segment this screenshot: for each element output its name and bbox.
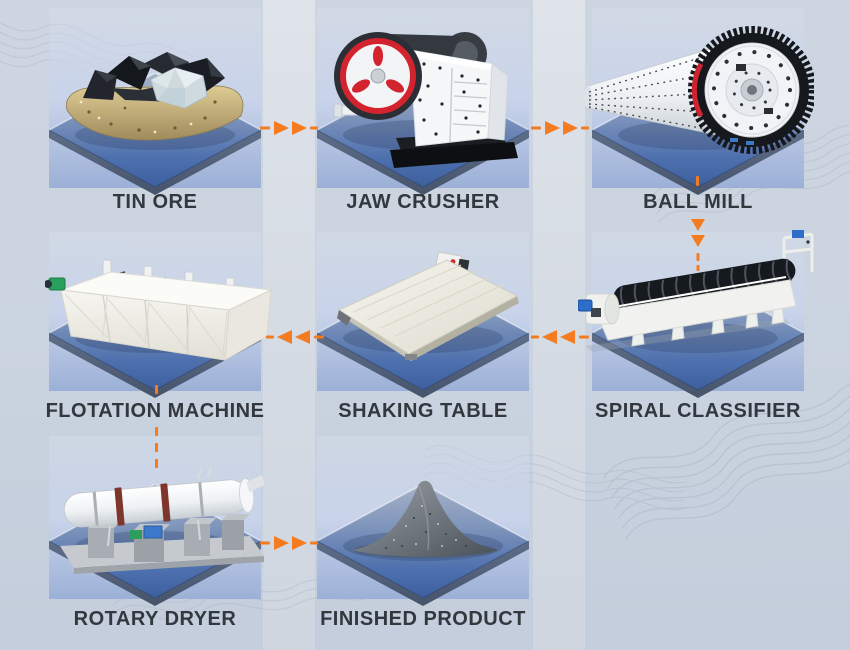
ball-mill-machine-image <box>583 26 814 154</box>
aisle-strip <box>263 0 315 650</box>
node-label-rotary-dryer: ROTARY DRYER <box>73 608 237 630</box>
node-label-finished-product: FINISHED PRODUCT <box>320 608 526 630</box>
arrow-ball-mill-to-spiral-classifier <box>691 219 705 271</box>
arrow-spiral-classifier-to-shaking-table <box>531 330 589 344</box>
jaw-crusher-machine-image <box>333 32 518 168</box>
arrow-shaking-table-to-flotation-machine <box>266 330 324 344</box>
arrow-flotation-to-rotary-dash <box>155 385 158 394</box>
arrow-jaw-crusher-to-ball-mill <box>531 121 589 135</box>
aisle-strip <box>533 0 585 650</box>
tin-ore-rock-image <box>66 52 244 141</box>
node-label-shaking-table: SHAKING TABLE <box>338 400 508 422</box>
node-label-flotation-machine: FLOTATION MACHINE <box>45 400 265 422</box>
arrow-flotation-to-rotary-dash <box>155 459 158 468</box>
arrow-rotary-dryer-to-finished-product <box>260 536 318 550</box>
arrow-tin-ore-to-jaw-crusher <box>260 121 318 135</box>
node-label-ball-mill: BALL MILL <box>643 191 753 213</box>
flotation-machine-image <box>45 259 273 361</box>
shaking-table-machine-image <box>337 251 519 361</box>
node-label-spiral-classifier: SPIRAL CLASSIFIER <box>595 400 801 422</box>
node-label-tin-ore: TIN ORE <box>112 191 198 213</box>
arrow-flotation-to-rotary-dash <box>155 443 158 452</box>
spiral-classifier-machine-image <box>578 230 814 352</box>
ore-pile-image <box>352 480 498 558</box>
arrow-flotation-to-rotary-dash <box>155 427 158 436</box>
arrow-ball-mill-to-spiral-classifier-dash <box>696 176 699 186</box>
node-label-jaw-crusher: JAW CRUSHER <box>346 191 500 213</box>
rotary-dryer-machine-image <box>60 467 265 574</box>
